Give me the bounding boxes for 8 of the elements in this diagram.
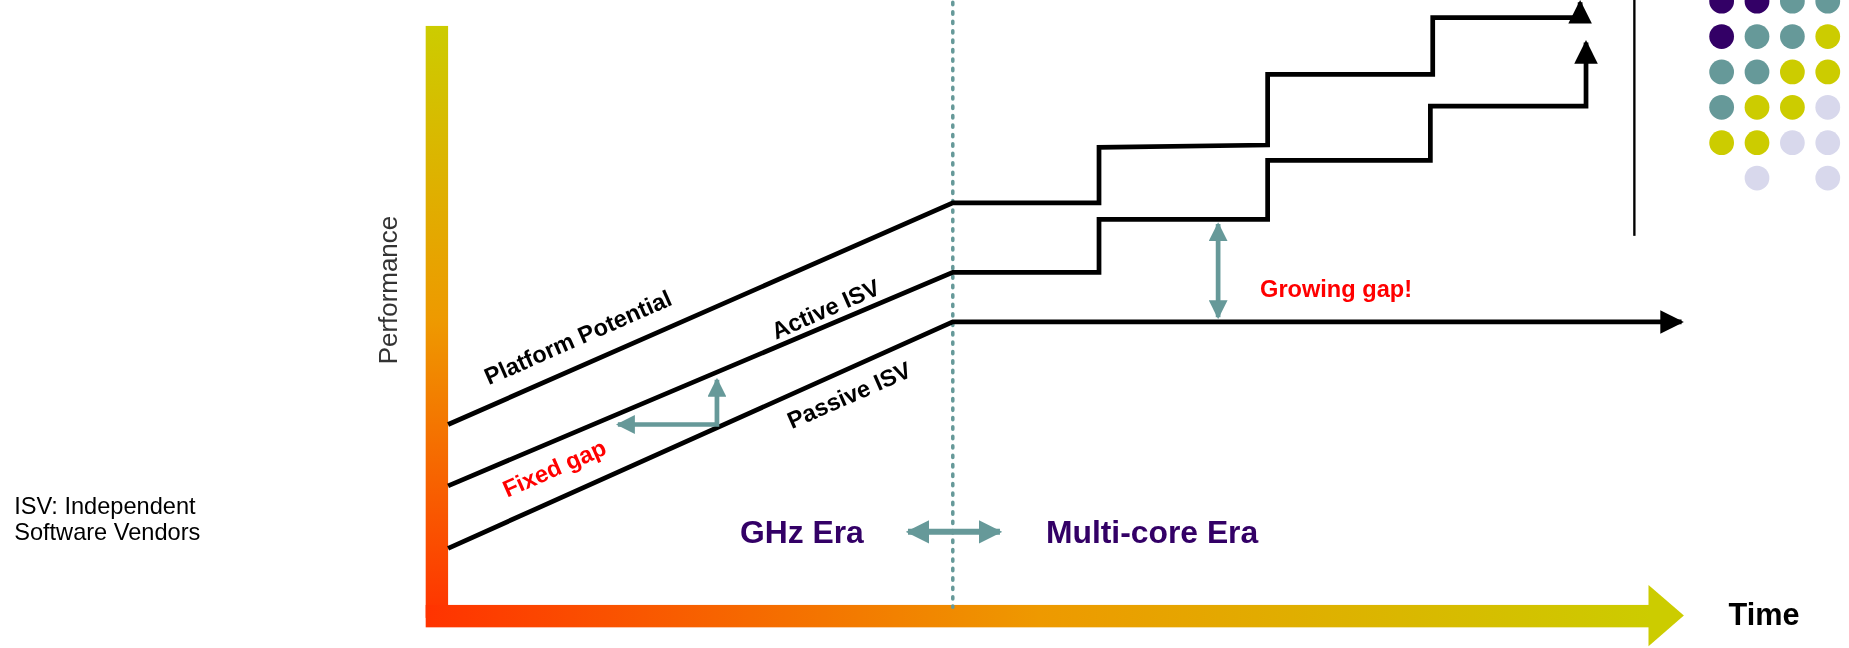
axis-label: Time [1728,597,1800,632]
gap-label: Fixed gap [498,434,610,503]
note-text: ISV: Independent Software Vendors [14,492,202,545]
era-label: GHz Era [739,515,864,551]
line-label: Active ISV [767,273,884,344]
axis-label: Performance [374,215,404,365]
gap-label: Growing gap! [1260,275,1413,302]
era-label: Multi-core Era [1045,515,1259,551]
